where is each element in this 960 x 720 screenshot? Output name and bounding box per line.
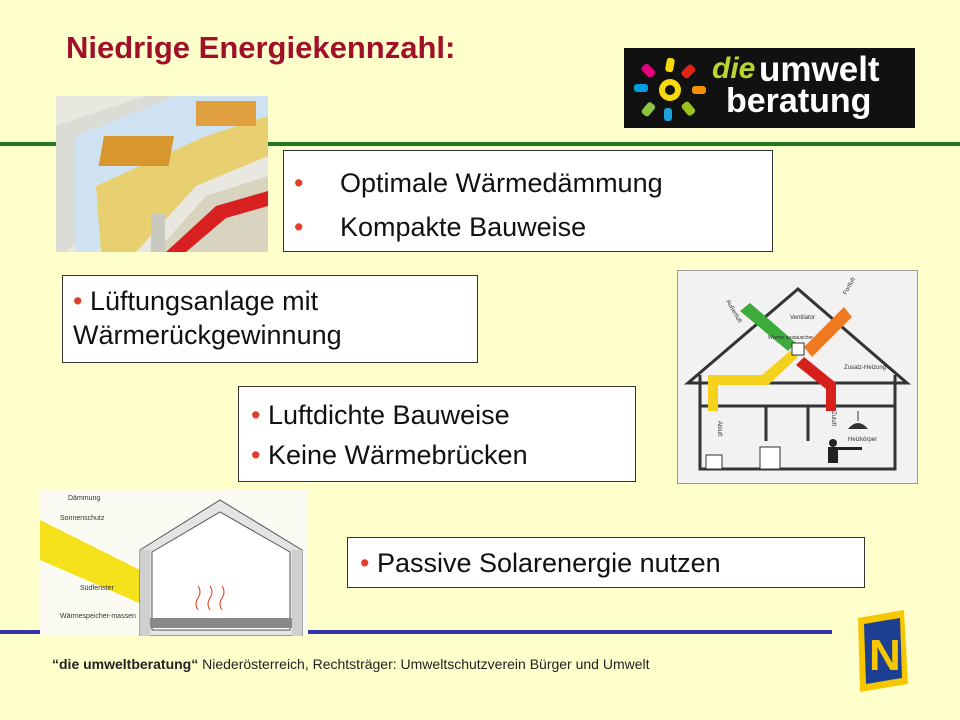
sun-icon (634, 57, 706, 121)
diagram-label: Wärme-austauscher (768, 335, 813, 341)
wall-insulation-image (56, 96, 268, 252)
bullet: • (73, 286, 83, 316)
diagram-label: Zusatz-Heizung (844, 365, 886, 371)
noe-letter: N (869, 631, 901, 680)
diagram-label: Ventilator (790, 315, 815, 321)
diagram-label: Zuluft (830, 411, 836, 426)
diagram-label: Abluft (716, 421, 722, 437)
list-item: • Luftdichte Bauweise (251, 395, 623, 435)
diagram-label: Südfenster (80, 585, 115, 592)
logo-text-die: die (712, 52, 756, 85)
bullet-text-compact-construction: Kompakte Bauweise (340, 212, 587, 242)
bullet: • (360, 548, 370, 578)
bullet-text-optimal-insulation: Optimale Wärmedämmung (340, 168, 663, 198)
footer-rest: Niederösterreich, Rechtsträger: Umweltsc… (198, 656, 650, 672)
list-item: • Kompakte Bauweise (294, 205, 772, 249)
diagram-label: Dämmung (68, 495, 100, 502)
logo-text-umwelt: umwelt (759, 50, 880, 89)
ventilation-bullet-box: • Lüftungsanlage mit Wärmerückgewinnung (62, 275, 478, 363)
bullet: • (251, 400, 261, 430)
bullet-text-airtight: Luftdichte Bauweise (267, 400, 510, 430)
solar-bullet-box: • Passive Solarenergie nutzen (347, 537, 865, 588)
bullet: • (251, 440, 261, 470)
diagram-label: Außenluft (724, 299, 742, 325)
list-item: • Keine Wärmebrücken (251, 435, 623, 475)
diagram-label: Fortluft (843, 277, 858, 296)
bullet: • (294, 168, 304, 198)
slide-title: Niedrige Energiekennzahl: (66, 30, 456, 65)
bullet-text-no-thermal-bridges: Keine Wärmebrücken (267, 440, 528, 470)
ventilation-diagram: Außenluft Fortluft Ventilator Wärme-aust… (677, 270, 918, 484)
footer-org: “die umweltberatung“ (52, 656, 199, 672)
bullet-text-ventilation: Lüftungsanlage mit Wärmerückgewinnung (73, 286, 342, 350)
bullet-text-passive-solar: Passive Solarenergie nutzen (376, 548, 721, 578)
diagram-label: Wärmespeicher-massen (60, 613, 136, 620)
blue-divider (0, 630, 832, 634)
passive-solar-diagram: Dämmung Sonnenschutz Südfenster Wärmespe… (40, 490, 308, 637)
insulation-bullet-box: • Optimale Wärmedämmung • Kompakte Bauweis… (283, 150, 773, 252)
list-item: • Optimale Wärmedämmung (294, 161, 772, 205)
green-divider (0, 142, 960, 146)
footer-text: “die umweltberatung“ Niederösterreich, R… (52, 656, 650, 672)
airtight-bullet-box: • Luftdichte Bauweise • Keine Wärmebrück… (238, 386, 636, 482)
noe-logo: N (852, 610, 912, 692)
bullet: • (294, 212, 304, 242)
umweltberatung-logo: die umwelt beratung (624, 48, 915, 128)
diagram-label: Heizkörper (848, 437, 877, 443)
logo-text-beratung: beratung (726, 82, 872, 120)
diagram-label: Sonnenschutz (60, 515, 105, 522)
